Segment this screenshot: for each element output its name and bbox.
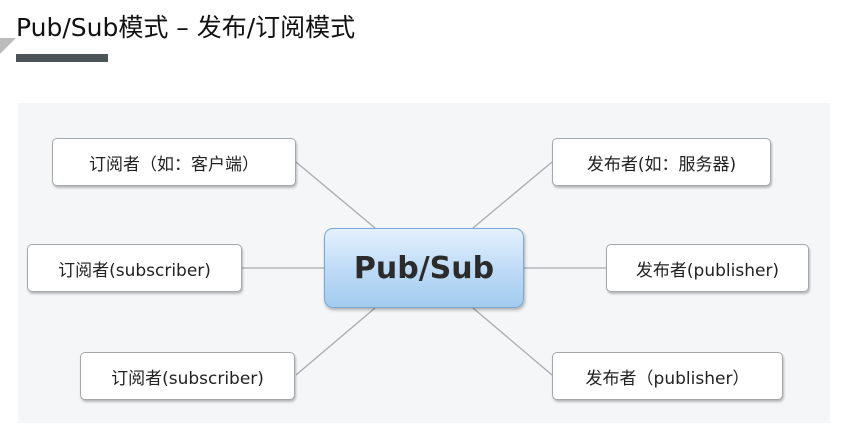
subscriber-node-client: 订阅者（如：客户端） xyxy=(52,138,296,186)
subscriber-node-label: 订阅者（如：客户端） xyxy=(89,154,259,175)
connector-publisher-top xyxy=(472,161,553,229)
connector-subscriber-bottom xyxy=(295,307,376,376)
subscriber-node-middle: 订阅者(subscriber) xyxy=(27,244,242,292)
publisher-node-label: 发布者（publisher） xyxy=(585,368,750,389)
center-node-label: Pub/Sub xyxy=(353,250,495,286)
title-underline xyxy=(16,54,108,62)
connector-subscriber-top xyxy=(295,161,376,229)
slide-title: Pub/Sub模式 – 发布/订阅模式 xyxy=(16,13,356,42)
center-node-pubsub: Pub/Sub xyxy=(324,228,524,308)
publisher-node-label: 发布者(如：服务器) xyxy=(586,154,737,175)
publisher-node-bottom: 发布者（publisher） xyxy=(552,352,783,400)
publisher-node-middle: 发布者(publisher) xyxy=(606,244,809,292)
publisher-node-label: 发布者(publisher) xyxy=(635,260,780,281)
subscriber-node-label: 订阅者(subscriber) xyxy=(58,260,211,281)
subscriber-node-label: 订阅者(subscriber) xyxy=(111,368,264,389)
connector-publisher-bottom xyxy=(472,307,553,376)
publisher-node-server: 发布者(如：服务器) xyxy=(552,138,771,186)
title-accent-wedge xyxy=(0,38,16,54)
subscriber-node-bottom: 订阅者(subscriber) xyxy=(80,352,295,400)
